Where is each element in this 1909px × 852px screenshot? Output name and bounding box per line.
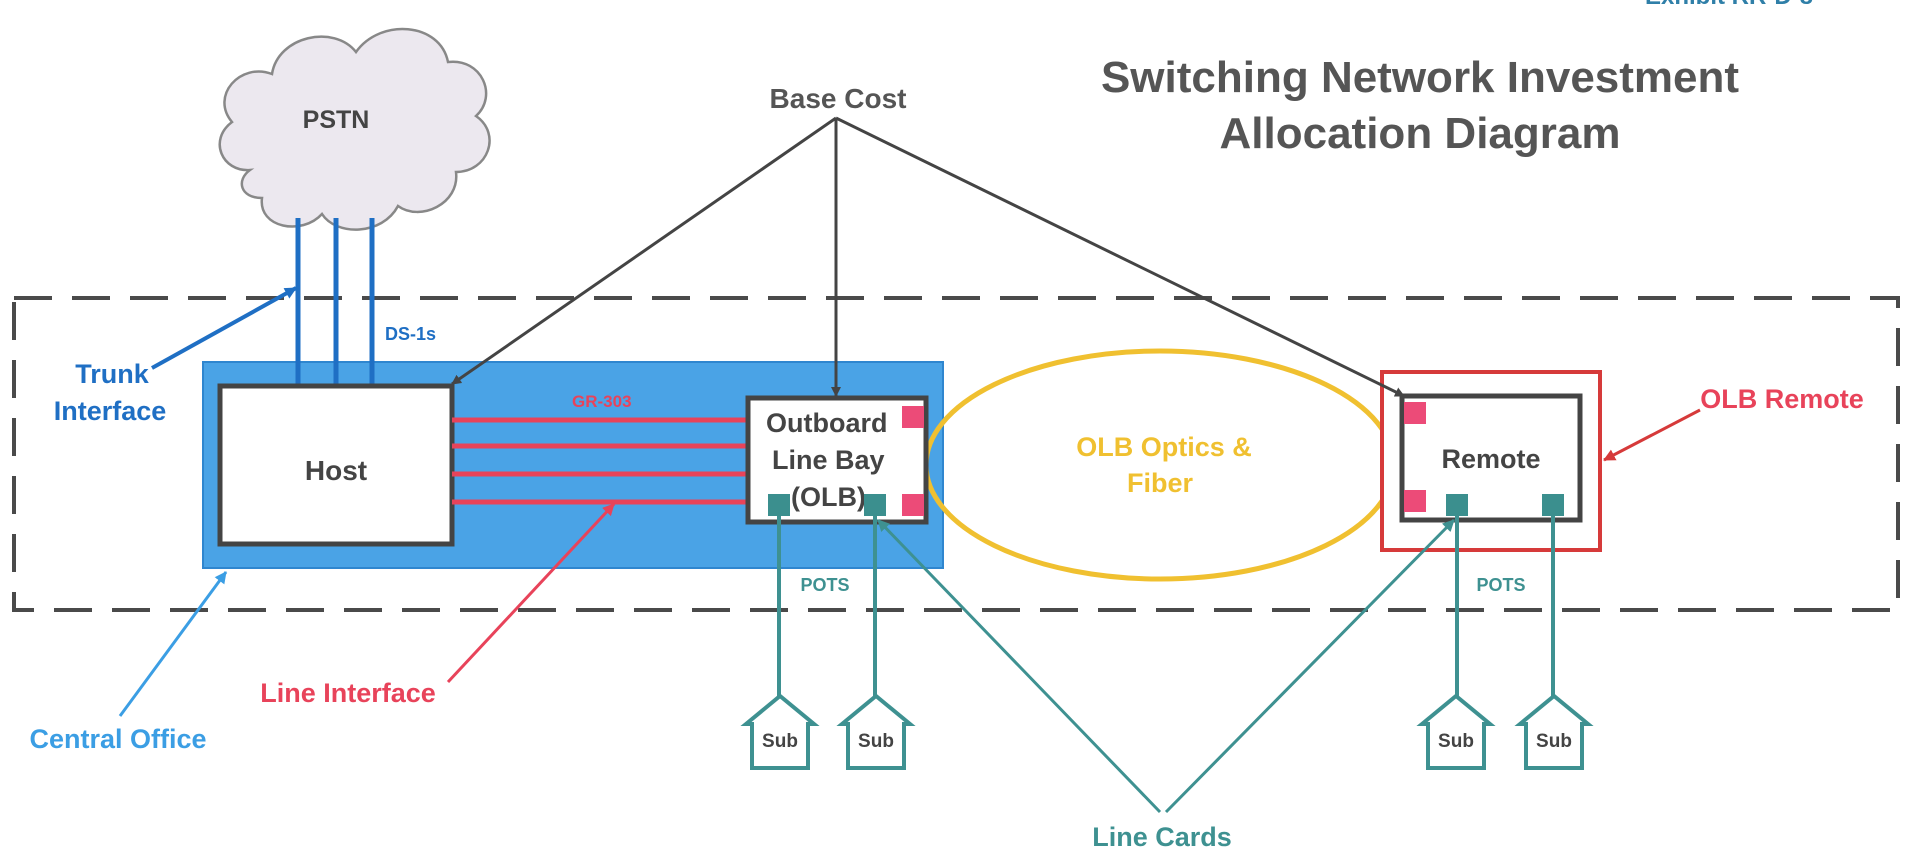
- trunk-interface-label-2: Interface: [54, 396, 167, 426]
- remote-line-card: [1446, 494, 1468, 516]
- sub-label: Sub: [858, 731, 894, 752]
- pots-label-olb: POTS: [800, 575, 849, 595]
- line-interface-arrow: [446, 502, 616, 684]
- remote-optic-card: [1404, 402, 1426, 424]
- central-office-arrow: [118, 571, 228, 717]
- pstn-cloud: PSTN: [218, 27, 491, 231]
- pots-label-remote: POTS: [1476, 575, 1525, 595]
- ds1s-label: DS-1s: [385, 324, 436, 344]
- olb-remote-label: OLB Remote: [1700, 384, 1864, 414]
- line-cards-arrow-remote: [1164, 518, 1456, 814]
- sub-house: Sub: [836, 693, 916, 770]
- gr303-label: GR-303: [572, 392, 632, 411]
- olb-line-card: [864, 494, 886, 516]
- olb-optic-card: [902, 494, 924, 516]
- remote-optic-card: [1404, 490, 1426, 512]
- exhibit-label: Exhibit RR-D-8: [1645, 0, 1813, 10]
- olb-optic-card: [902, 406, 924, 428]
- sub-house: Sub: [1416, 693, 1496, 770]
- remote-line-card: [1542, 494, 1564, 516]
- sub-house: Sub: [1514, 693, 1594, 770]
- olb-line-card: [768, 494, 790, 516]
- olb-remote-arrow: [1603, 408, 1701, 462]
- central-office-label: Central Office: [29, 724, 206, 754]
- host-box: [217, 383, 455, 547]
- pstn-label: PSTN: [303, 106, 370, 134]
- base-cost-arrow-host: [451, 116, 837, 386]
- base-cost-arrow-remote: [835, 116, 1405, 398]
- host-label: Host: [305, 455, 367, 486]
- remote-label: Remote: [1441, 444, 1540, 474]
- olb-optics-label-1: OLB Optics &: [1076, 432, 1252, 462]
- line-interface-label: Line Interface: [260, 678, 436, 708]
- base-cost-label: Base Cost: [770, 83, 907, 114]
- olb-optics-ellipse: [923, 348, 1397, 582]
- line-cards-label: Line Cards: [1092, 822, 1232, 852]
- title-line-1: Switching Network Investment: [1101, 53, 1739, 102]
- olb-label-1: Outboard: [766, 408, 888, 438]
- title-line-2: Allocation Diagram: [1220, 109, 1621, 158]
- sub-label: Sub: [762, 731, 798, 752]
- line-cards-arrow-olb: [876, 518, 1162, 814]
- sub-house: Sub: [740, 693, 820, 770]
- sub-label: Sub: [1438, 731, 1474, 752]
- trunk-interface-label-1: Trunk: [75, 359, 149, 389]
- olb-label-3: (OLB): [791, 482, 866, 512]
- olb-label-2: Line Bay: [772, 445, 885, 475]
- sub-label: Sub: [1536, 731, 1572, 752]
- olb-optics-label-2: Fiber: [1127, 468, 1194, 498]
- central-office-boundary: [12, 296, 1900, 612]
- trunk-interface-arrow: [151, 286, 297, 370]
